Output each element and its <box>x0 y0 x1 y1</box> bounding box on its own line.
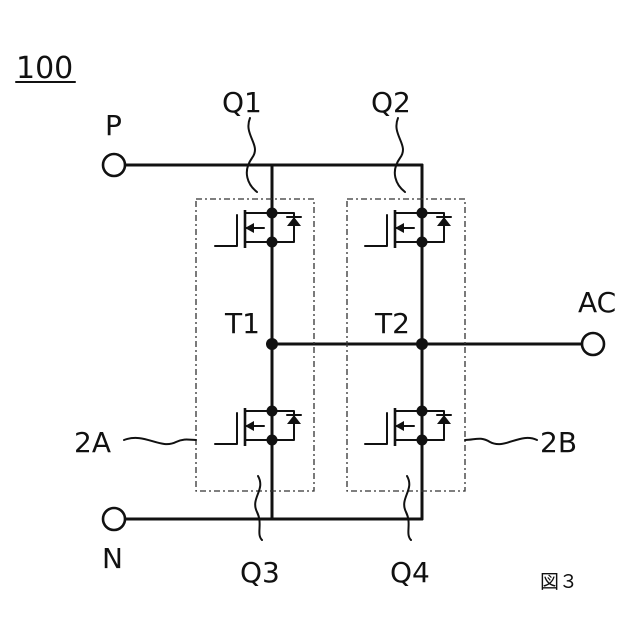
leader-2a <box>124 438 196 444</box>
terminal-p-label: P <box>105 109 122 142</box>
node-t1-dot <box>266 338 278 350</box>
terminal-n-label: N <box>102 542 123 575</box>
module-2a-label: 2A <box>74 426 111 459</box>
leader-q2 <box>395 118 405 192</box>
node-t2-dot <box>416 338 428 350</box>
leader-2b <box>465 438 537 444</box>
terminal-ac-label: AC <box>578 286 616 319</box>
leader-q1 <box>247 118 257 192</box>
terminal-n <box>103 508 125 530</box>
figure-ref-label: 100 <box>16 51 73 86</box>
mosfet-q3 <box>215 406 301 447</box>
mosfet-q4 <box>365 406 451 447</box>
mosfet-q2 <box>365 208 451 249</box>
node-t1-label: T1 <box>224 307 260 340</box>
mosfet-q1 <box>215 208 301 249</box>
switch-q2-label: Q2 <box>371 86 411 119</box>
switch-q3-label: Q3 <box>240 556 280 589</box>
terminal-ac <box>582 333 604 355</box>
leader-q4 <box>404 476 411 540</box>
leader-q3 <box>255 476 262 540</box>
figure-caption: 図３ <box>540 571 578 593</box>
switch-q1-label: Q1 <box>222 86 262 119</box>
switch-q4-label: Q4 <box>390 556 430 589</box>
module-2b-label: 2B <box>540 426 577 459</box>
node-t2-label: T2 <box>374 307 410 340</box>
terminal-p <box>103 154 125 176</box>
